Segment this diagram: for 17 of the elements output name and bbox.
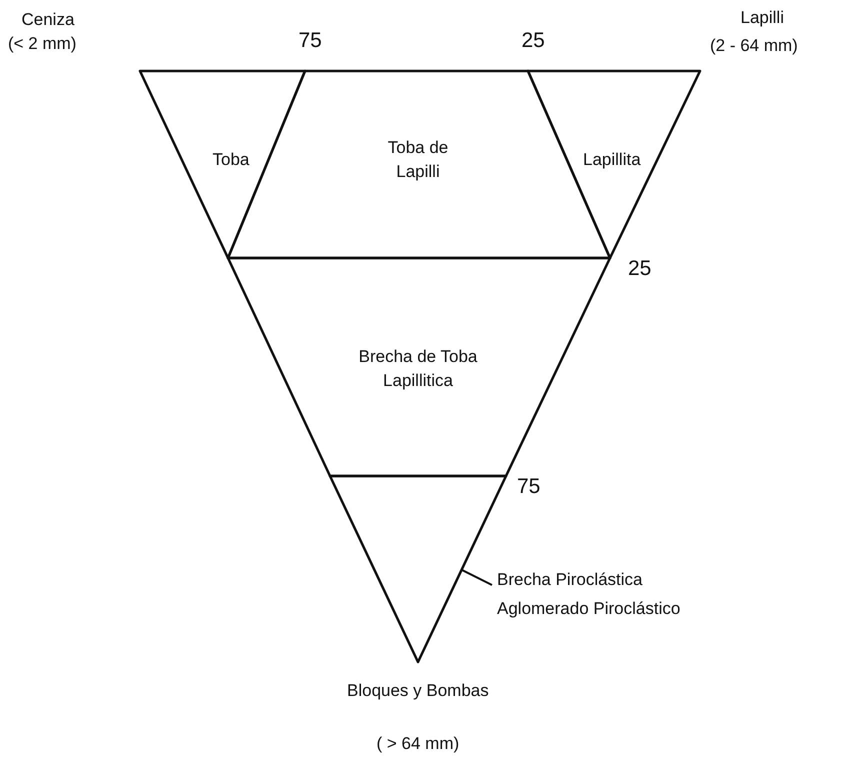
grain-size-label: (< 2 mm) [8,33,76,55]
rock-name: Brecha Piroclástica [497,569,643,591]
grain-size-label: ( > 64 mm) [376,733,460,755]
tick-label: 25 [628,258,652,280]
field-label: Lapillita [583,149,641,171]
field-label: Toba [212,149,250,171]
leader-line [461,568,492,586]
grain-size-label: (2 - 64 mm) [710,35,798,57]
tick-label: 75 [298,30,322,52]
corner-label: Ceniza [22,9,74,31]
tick-label: 25 [522,30,545,52]
corner-label: Bloques y Bombas [347,680,489,702]
field-label: Toba de Lapilli [386,137,450,183]
corner-label: Lapilli [740,7,784,29]
field-label: Brecha de Toba Lapillitica [358,346,478,392]
tick-label: 75 [517,476,540,498]
rock-name: Aglomerado Piroclástico [497,598,680,620]
